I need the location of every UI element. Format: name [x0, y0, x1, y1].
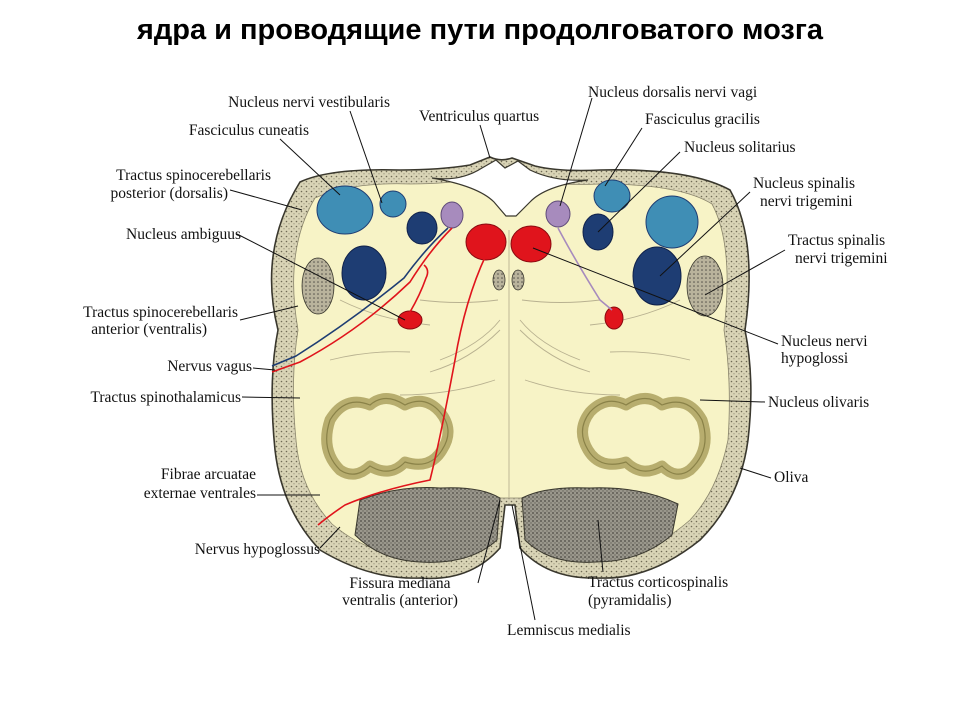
pyramid-left: [354, 487, 501, 563]
nucleus-dorsalis-vagi-left: [440, 201, 464, 229]
nucleus-olivaris-right-inner: [581, 397, 706, 475]
paramedian-oval-right: [511, 269, 525, 291]
nucleus-olivaris-left-inner: [326, 397, 449, 475]
label-tractus-spinocerebellaris-posterior-1: Tractus spinocerebellaris: [116, 167, 271, 184]
label-fasciculus-gracilis: Fasciculus gracilis: [645, 111, 760, 128]
label-tractus-spinocerebellaris-anterior-2: anterior (ventralis): [91, 321, 207, 338]
spinocerebellar-tract-left: [301, 257, 335, 315]
leader-lines: [229, 97, 786, 621]
label-tractus-spinalis-trigemini-2: nervi trigemini: [795, 250, 888, 267]
label-tractus-spinocerebellaris-posterior-2: posterior (dorsalis): [110, 185, 228, 202]
nucleus-ambiguus-left: [397, 310, 423, 330]
label-nucleus-nervi-vestibularis: Nucleus nervi vestibularis: [228, 94, 390, 111]
label-nucleus-dorsalis-nervi-vagi: Nucleus dorsalis nervi vagi: [588, 84, 758, 101]
label-nucleus-solitarius: Nucleus solitarius: [684, 139, 796, 156]
spinocerebellar-tract-right: [686, 255, 724, 317]
nucleus-dorsalis-vagi-right: [545, 200, 571, 228]
nucleus-hypoglossi-right: [510, 225, 552, 263]
fourth-ventricle: [431, 159, 589, 217]
label-tractus-spinothalamicus: Tractus spinothalamicus: [90, 389, 241, 406]
label-lemniscus-medialis: Lemniscus medialis: [507, 622, 631, 639]
label-tractus-spinalis-trigemini-1: Tractus spinalis: [788, 232, 886, 249]
label-nervus-vagus: Nervus vagus: [167, 358, 252, 375]
label-fissura-mediana-1: Fissura mediana: [349, 575, 451, 592]
fasciculus-cuneatus-right: [645, 195, 699, 249]
pyramid-right: [521, 487, 679, 563]
label-nucleus-spinalis-trigemini-2: nervi trigemini: [760, 193, 853, 210]
paramedian-oval-left: [492, 269, 506, 291]
label-ventriculus-quartus: Ventriculus quartus: [419, 108, 540, 125]
nucleus-ambiguus-right: [604, 306, 624, 330]
nucleus-hypoglossi-left: [465, 223, 507, 261]
label-fasciculus-cuneatis: Fasciculus cuneatis: [188, 122, 309, 139]
nucleus-spinalis-trigemini-right: [632, 246, 682, 306]
nucleus-spinalis-trigemini-left: [341, 245, 387, 301]
label-oliva: Oliva: [774, 469, 809, 486]
label-nucleus-ambiguus: Nucleus ambiguus: [126, 226, 241, 243]
label-tractus-corticospinalis-2: (pyramidalis): [588, 592, 672, 609]
label-nucleus-nervi-hypoglossi-2: hypoglossi: [781, 350, 849, 367]
fasciculus-gracilis-right: [593, 179, 631, 213]
fasciculus-cuneatus-left: [316, 185, 374, 235]
label-fibrae-arcuatae-1: Fibrae arcuatae: [160, 466, 256, 483]
label-nucleus-spinalis-trigemini-1: Nucleus spinalis: [753, 175, 856, 192]
label-tractus-spinocerebellaris-anterior-1: Tractus spinocerebellaris: [83, 304, 238, 321]
nucleus-solitarius-left: [406, 211, 438, 245]
slide-title: ядра и проводящие пути продолговатого мо…: [136, 14, 824, 46]
label-fissura-mediana-2: ventralis (anterior): [342, 592, 458, 609]
label-nucleus-olivaris: Nucleus olivaris: [768, 394, 870, 411]
label-tractus-corticospinalis-1: Tractus corticospinalis: [588, 574, 729, 591]
fasciculus-gracilis-left: [379, 190, 407, 218]
label-nervus-hypoglossus: Nervus hypoglossus: [194, 541, 320, 558]
label-nucleus-nervi-hypoglossi-1: Nucleus nervi: [781, 333, 868, 350]
label-fibrae-arcuatae-2: externae ventrales: [143, 485, 256, 502]
